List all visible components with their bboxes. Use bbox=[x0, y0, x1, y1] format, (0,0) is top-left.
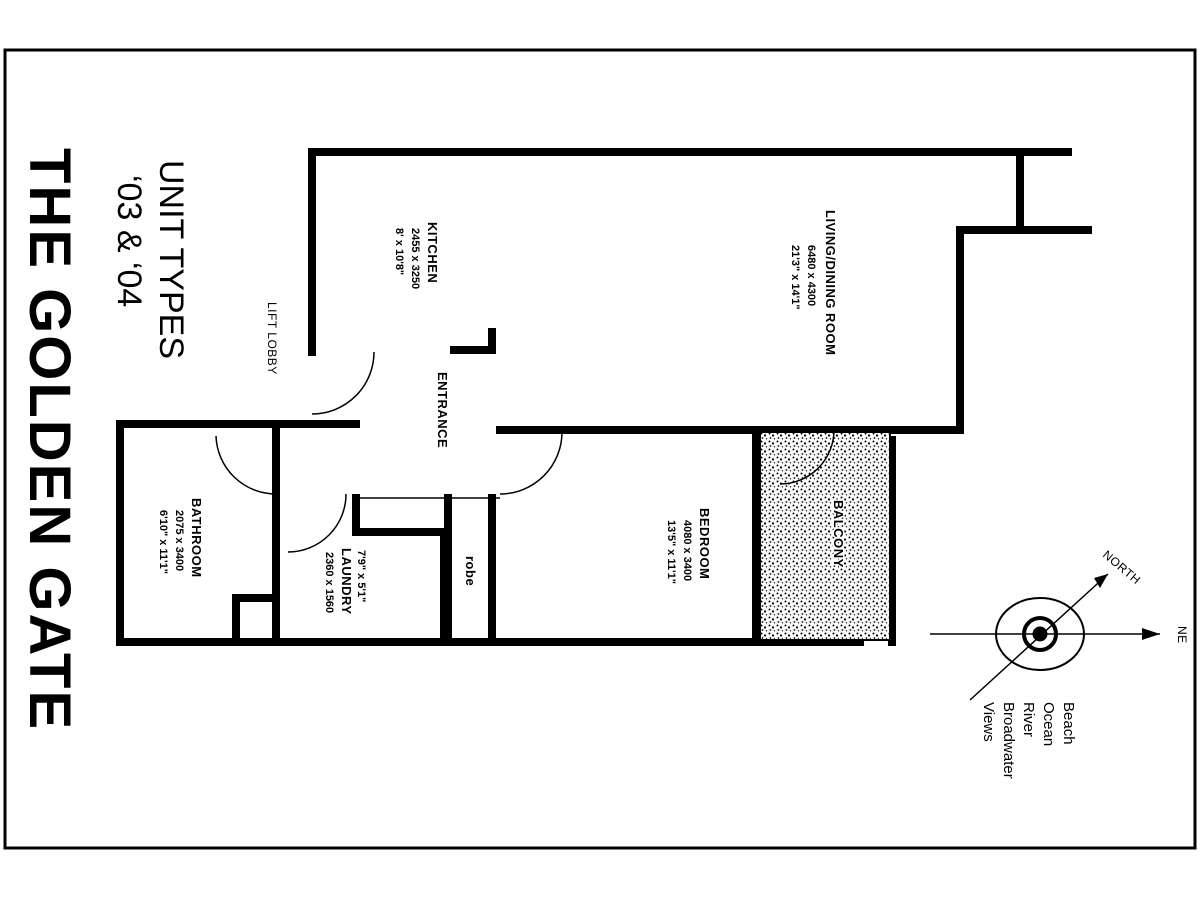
lift-lobby-label: LIFT LOBBY bbox=[265, 302, 279, 375]
view-item: Broadwater bbox=[1000, 702, 1017, 779]
bathroom-dim-metric: 2075 x 3400 bbox=[173, 510, 185, 571]
page-border bbox=[3, 48, 1197, 850]
laundry-dim-metric: 2360 x 1560 bbox=[323, 552, 335, 613]
view-item: River bbox=[1020, 702, 1037, 737]
compass-ne-label: NE bbox=[1175, 626, 1189, 644]
laundry-label: LAUNDRY bbox=[339, 548, 354, 615]
laundry-dim-imperial: 7'9" x 5'1" bbox=[355, 550, 367, 602]
kitchen-dim-imperial: 8' x 10'8" bbox=[393, 228, 405, 275]
compass bbox=[930, 573, 1160, 701]
kitchen-label: KITCHEN bbox=[425, 222, 440, 283]
kitchen-dim-metric: 2455 x 3250 bbox=[409, 228, 421, 289]
entrance-label: ENTRANCE bbox=[435, 372, 450, 448]
unit-types-line2: ‘03 & ‘04 bbox=[110, 175, 148, 307]
bathroom-label: BATHROOM bbox=[189, 498, 204, 578]
bedroom-dim-metric: 4080 x 3400 bbox=[681, 520, 693, 581]
living-dim-imperial: 21'3" x 14'1" bbox=[789, 245, 801, 310]
bedroom-label: BEDROOM bbox=[697, 508, 712, 579]
door-swings bbox=[215, 351, 835, 553]
balcony-label: BALCONY bbox=[831, 500, 846, 568]
room-labels: LIVING/DINING ROOM 6480 x 4300 21'3" x 1… bbox=[157, 210, 848, 615]
bathroom-dim-imperial: 6'10" x 11'1" bbox=[157, 510, 169, 574]
bedroom-dim-imperial: 13'5" x 11'1" bbox=[665, 520, 677, 584]
robe-label: robe bbox=[463, 556, 478, 586]
view-item: Ocean bbox=[1040, 702, 1057, 746]
compass-north-label: NORTH bbox=[1100, 548, 1143, 588]
views-list: Beach Ocean River Broadwater Views bbox=[980, 702, 1077, 779]
view-item: Beach bbox=[1060, 702, 1077, 745]
brand-title: THE GOLDEN GATE bbox=[17, 148, 82, 731]
view-item: Views bbox=[980, 702, 997, 742]
walls bbox=[116, 148, 1092, 646]
living-dim-metric: 6480 x 4300 bbox=[805, 245, 817, 306]
living-label: LIVING/DINING ROOM bbox=[823, 210, 838, 356]
balcony-area bbox=[759, 431, 891, 641]
unit-types-line1: UNIT TYPES bbox=[152, 160, 190, 359]
